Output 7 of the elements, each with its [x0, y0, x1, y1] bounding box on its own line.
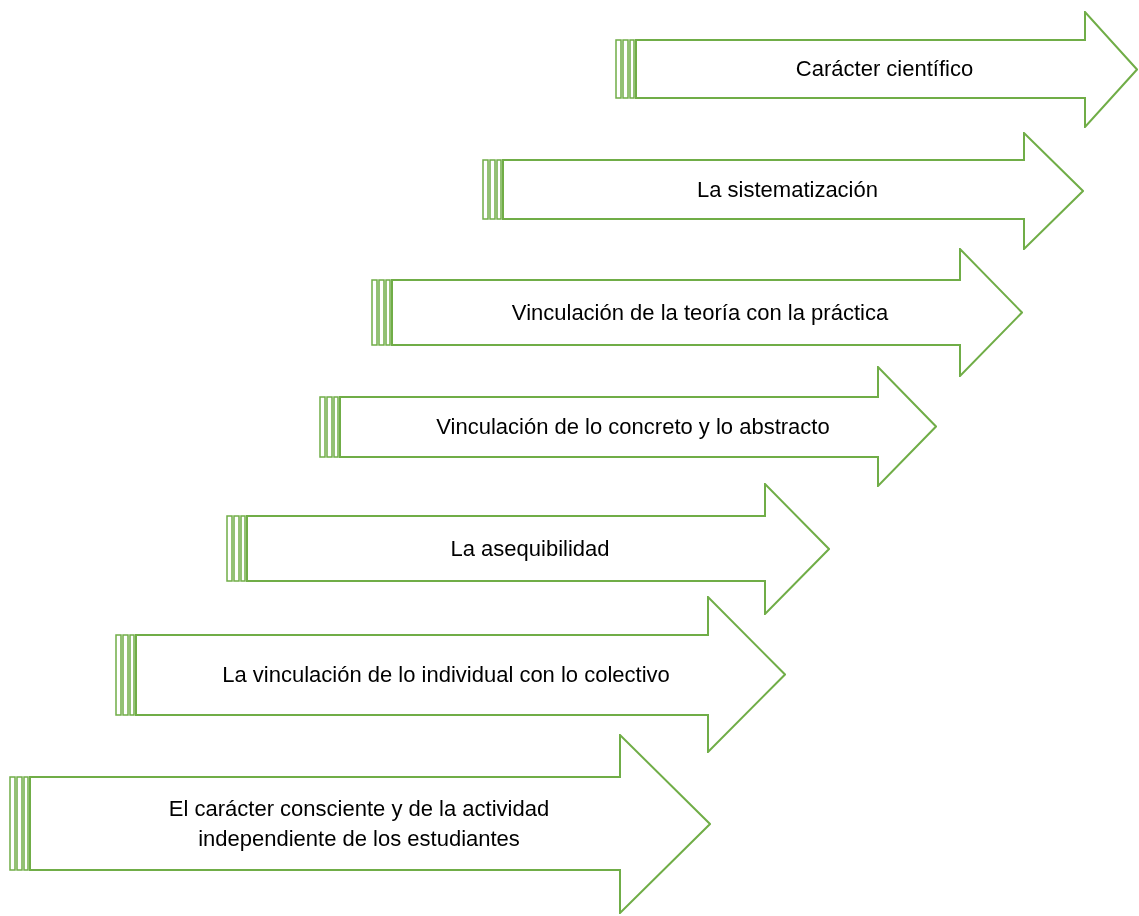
arrow-label: Carácter científico — [795, 55, 974, 84]
arrow-label: La vinculación de lo individual con lo colectivo — [222, 661, 670, 690]
arrow-label: La asequibilidad — [450, 534, 610, 563]
arrow-label: El carácter consciente y de la actividad independiente de los estudiantes — [167, 794, 551, 853]
arrow-label: Vinculación de lo concreto y lo abstracto — [436, 413, 830, 442]
arrow-label: Vinculación de la teoría con la práctica — [511, 298, 889, 327]
arrow-label: La sistematización — [697, 175, 878, 204]
